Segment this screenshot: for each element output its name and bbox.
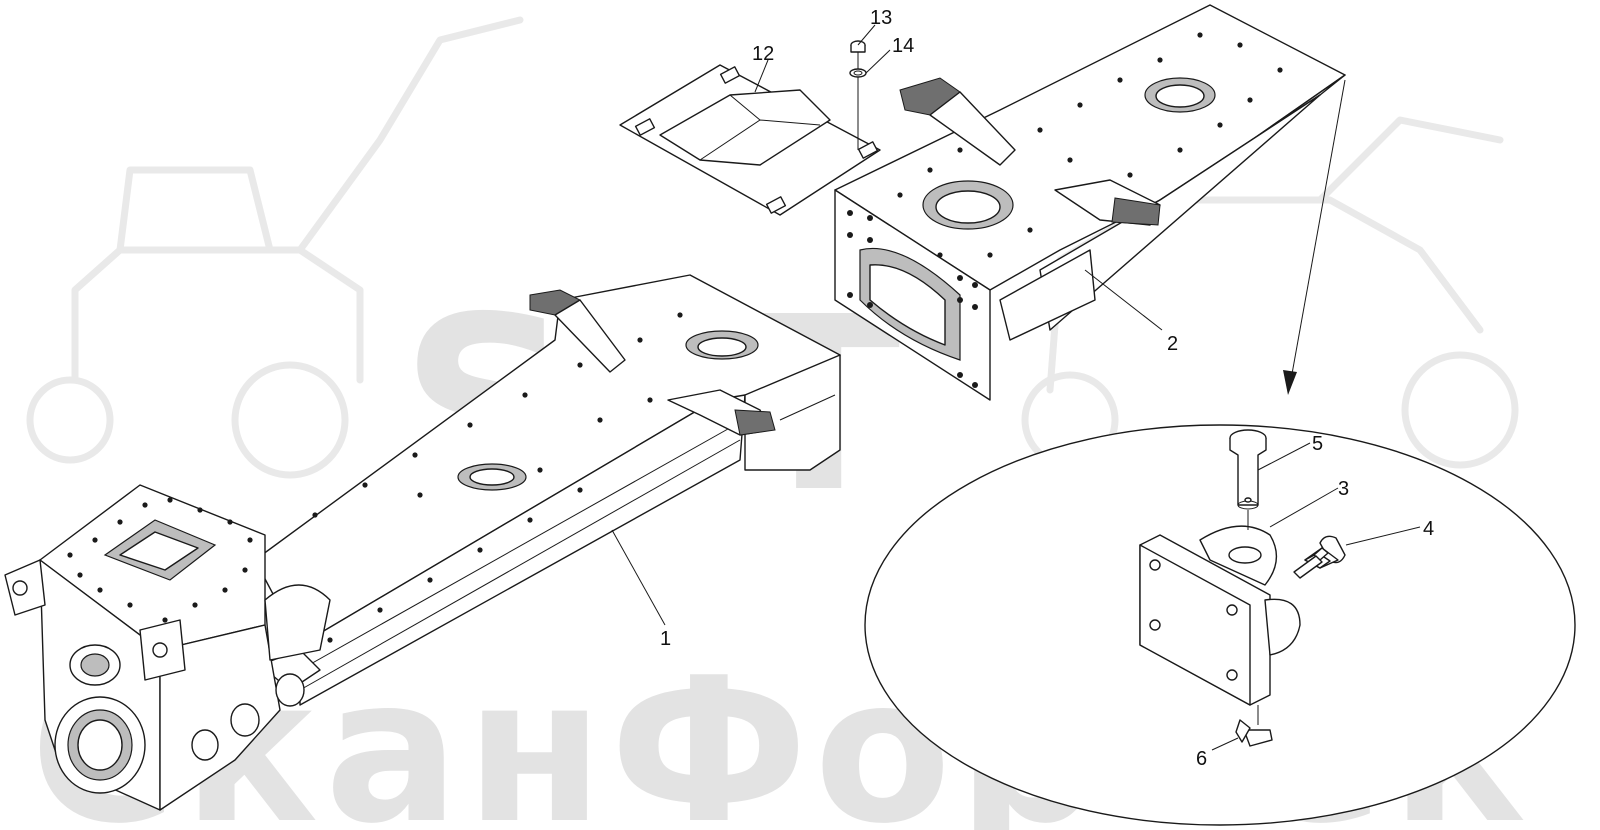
bolt-part-4	[1293, 535, 1346, 579]
leader-13	[857, 24, 876, 46]
leader-6	[1211, 737, 1239, 751]
leader-3	[1269, 487, 1339, 528]
leader-4	[1345, 526, 1421, 546]
callout-5: 5	[1312, 433, 1323, 455]
watermark-tractor-left	[26, 16, 524, 479]
leader-2	[1084, 269, 1163, 331]
callout-2: 2	[1167, 333, 1178, 355]
callout-3: 3	[1338, 478, 1349, 500]
callouts: 1 2 3 4 5 6 12 13 14	[660, 7, 1434, 770]
callout-4: 4	[1423, 518, 1434, 540]
axle-top-holes	[67, 497, 253, 623]
callout-1: 1	[660, 628, 671, 650]
hinge-bracket-part-3	[1139, 525, 1301, 706]
detail-arrow	[1289, 79, 1346, 386]
leader-lines	[611, 24, 1421, 751]
rear-frame-holes	[897, 32, 1283, 258]
callout-6: 6	[1196, 748, 1207, 770]
main-frame-part-1	[254, 274, 841, 706]
callout-13: 13	[870, 7, 892, 29]
callout-14: 14	[892, 35, 914, 57]
front-axle-housing	[4, 484, 331, 811]
bolt-part-13	[850, 40, 866, 150]
rear-frame-part-2	[834, 4, 1346, 401]
washer-part-14	[849, 68, 867, 78]
callout-12: 12	[752, 43, 774, 65]
cover-part-12	[619, 64, 881, 216]
cotter-part-6	[1235, 705, 1273, 747]
leader-5	[1257, 442, 1311, 471]
pin-part-5	[1229, 429, 1267, 530]
detail-view	[864, 79, 1576, 826]
leader-1	[611, 529, 666, 626]
main-frame-holes	[312, 312, 683, 643]
leader-12	[754, 59, 769, 93]
leader-14	[865, 49, 891, 74]
